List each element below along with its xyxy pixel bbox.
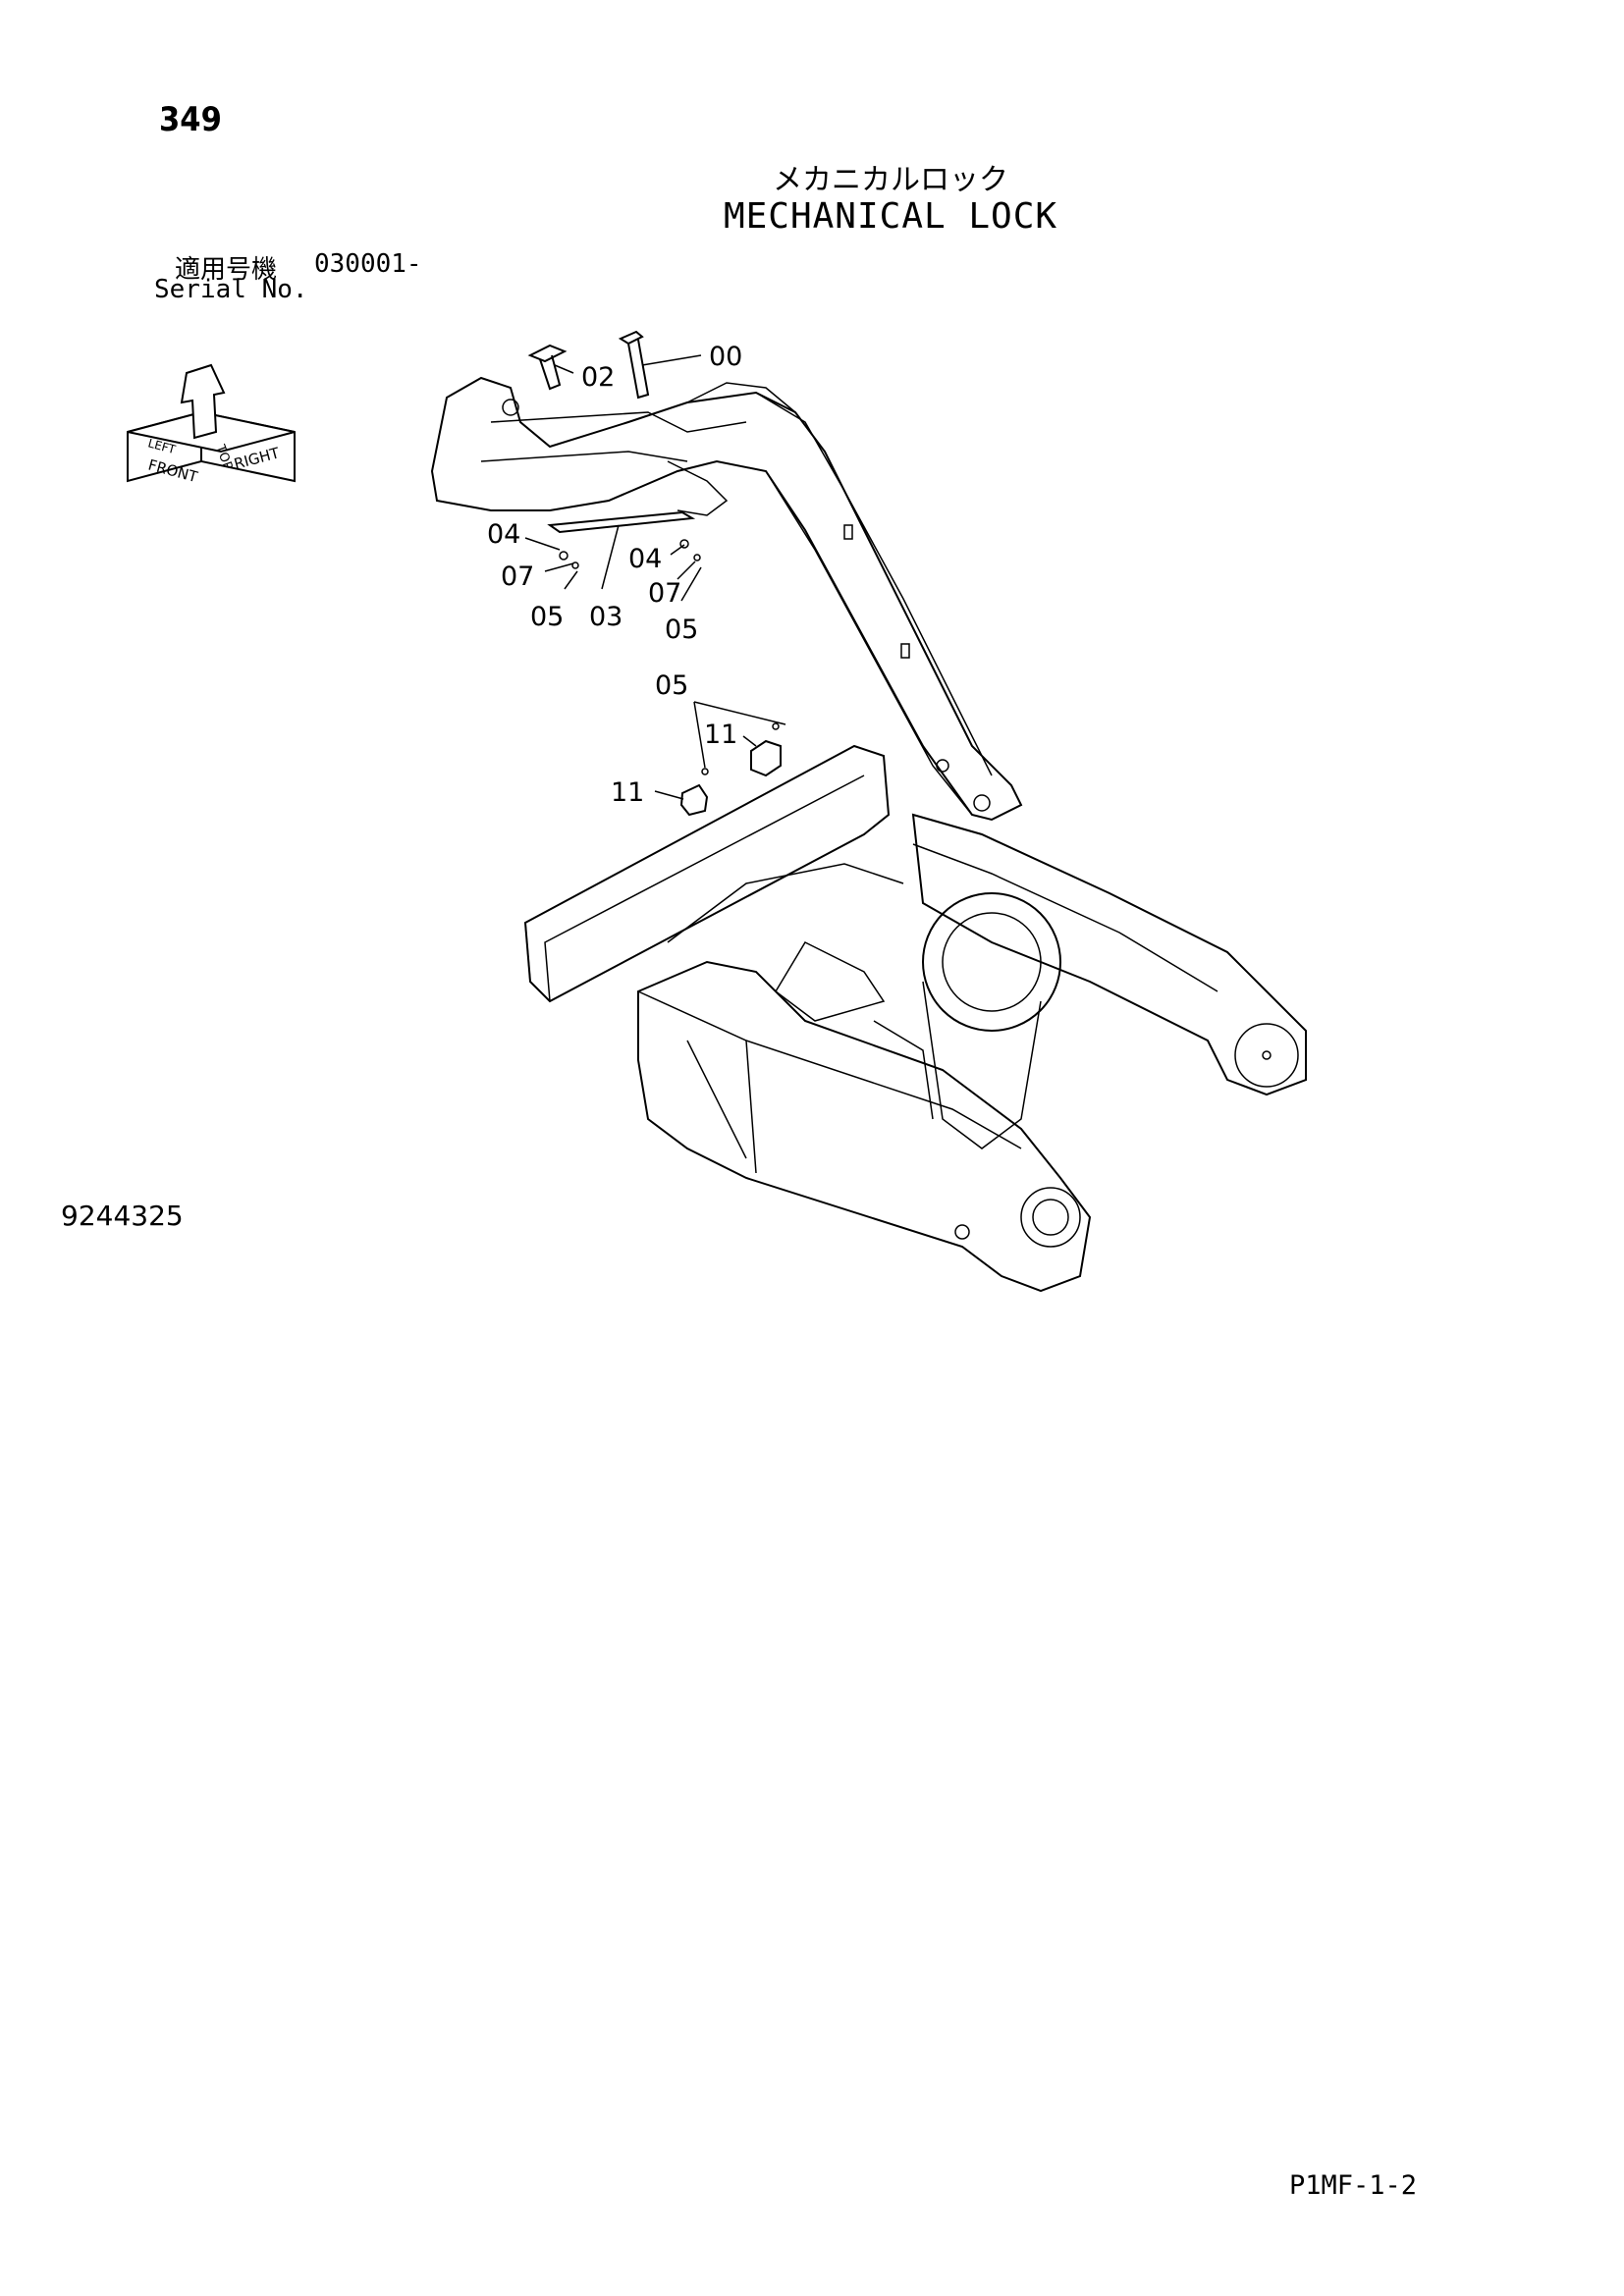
callout-labels: 00 02 04 07 05 03 04 07 05 05 11 11 xyxy=(487,342,742,808)
undercarriage-frame xyxy=(523,744,1307,1293)
page-number: 349 xyxy=(159,100,222,139)
callout-11-upper: 11 xyxy=(704,720,737,750)
serial-label-en: Serial No. xyxy=(154,275,308,304)
serial-value: 030001- xyxy=(314,249,422,279)
callout-03: 03 xyxy=(589,602,623,632)
drawing-number: 9244325 xyxy=(61,1200,184,1232)
page-code: P1MF-1-2 xyxy=(1289,2170,1418,2201)
callout-11-lower: 11 xyxy=(611,777,644,808)
callout-00: 00 xyxy=(709,342,742,372)
callout-05-left: 05 xyxy=(530,602,564,632)
orientation-cube-icon: TOP FRONT RIGHT LEFT xyxy=(127,363,296,486)
title-english: MECHANICAL LOCK xyxy=(723,196,1058,237)
callout-04-left: 04 xyxy=(487,519,520,550)
callout-05-lower: 05 xyxy=(655,670,688,701)
title-japanese: メカニカルロック xyxy=(773,163,1008,197)
callout-05-right: 05 xyxy=(665,614,698,645)
callout-07-right: 07 xyxy=(648,578,681,609)
serial-label-jp: 適用号機 xyxy=(175,255,278,285)
leader-lines xyxy=(524,354,786,800)
bracket-parts xyxy=(679,722,782,817)
lock-bar-parts xyxy=(547,510,701,569)
callout-07-left: 07 xyxy=(501,561,534,592)
boom-assembly xyxy=(430,376,1023,822)
callout-02: 02 xyxy=(581,362,615,393)
pin-parts xyxy=(527,330,650,400)
callout-04-right: 04 xyxy=(628,544,662,574)
